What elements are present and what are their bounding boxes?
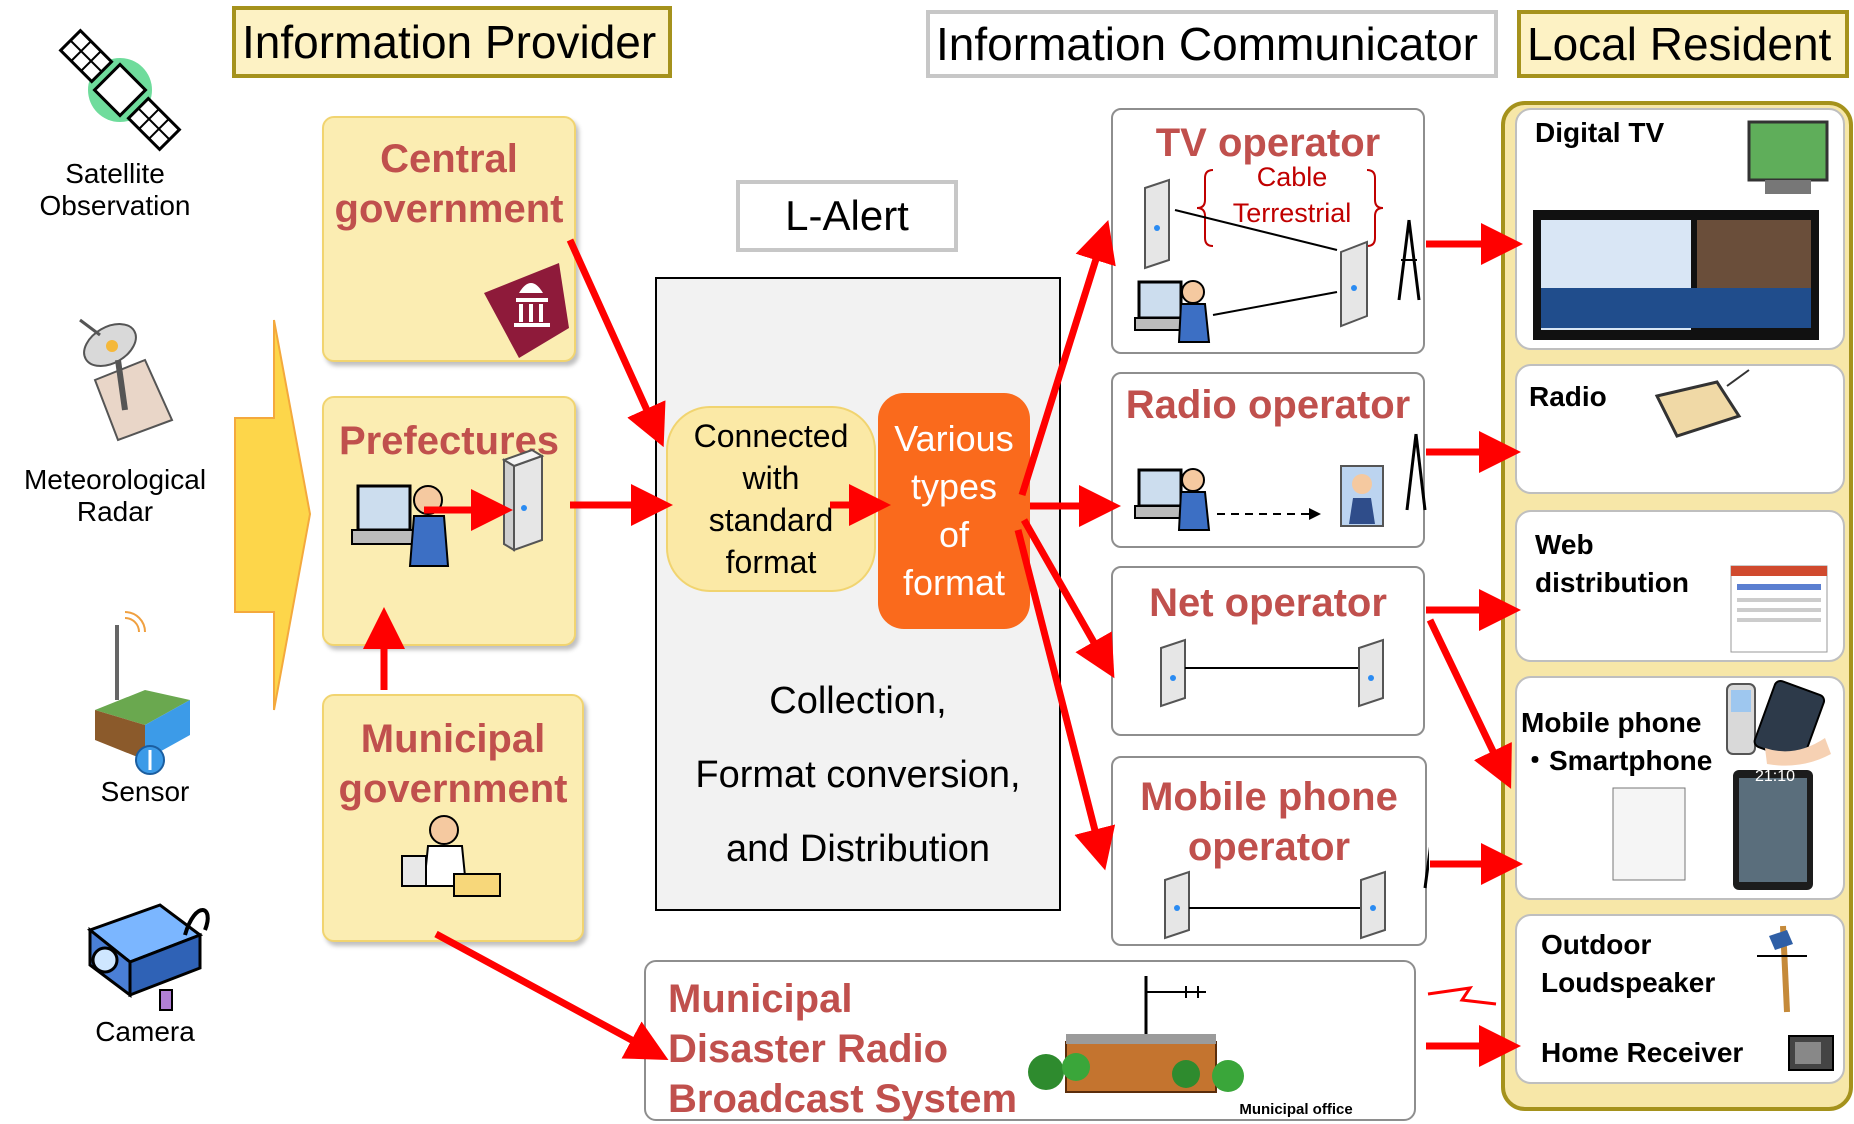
resident-radio: Radio <box>1515 364 1845 494</box>
mobile-operator-box: Mobile phone operator <box>1111 756 1429 946</box>
lalert-title: L-Alert <box>785 192 909 239</box>
tv-operator-pc-icon <box>1134 280 1211 343</box>
home-receiver-icon <box>1788 1035 1834 1071</box>
radio-label: Radio <box>1529 381 1607 412</box>
various-format: Various types of format <box>878 393 1030 629</box>
lalert-title-box: L-Alert <box>736 180 958 252</box>
mobile-server-right-icon <box>1360 870 1386 940</box>
operator-pc-icon <box>351 484 450 567</box>
tv-screen-preview <box>1533 210 1819 340</box>
municipal-government-box: Municipal government <box>322 694 584 942</box>
radio-operator-box: Radio operator <box>1111 372 1427 548</box>
satellite-label: Satellite Observation <box>39 158 191 221</box>
tv-set-icon <box>1747 120 1829 194</box>
sensor-label: Sensor <box>100 776 190 807</box>
radar-icon <box>79 318 174 442</box>
server-icon <box>501 448 545 552</box>
municipal-office-label: Municipal office <box>1239 1101 1353 1118</box>
loudspeaker-pole-icon <box>1757 925 1807 1013</box>
resident-web-distribution: Web distribution <box>1515 510 1845 662</box>
resident-digital-tv: Digital TV <box>1515 108 1845 350</box>
tv-operator-box: TV operator Cable Terrestrial <box>1111 108 1425 354</box>
tv-operator-title: TV operator <box>1155 121 1381 165</box>
home-receiver-label: Home Receiver <box>1541 1037 1744 1068</box>
connected-standard-format: Connected with standard format <box>666 406 876 592</box>
satellite-icon <box>58 28 182 152</box>
clerk-icon <box>401 815 501 897</box>
mobile-antenna-icon <box>1423 846 1429 889</box>
radio-operator-graphics <box>1134 433 1427 531</box>
municipal-disaster-radio-box: Municipal Disaster Radio Broadcast Syste… <box>644 960 1416 1121</box>
smartphone-hand-icon <box>1753 679 1831 766</box>
header-information-communicator: Information Communicator <box>926 10 1498 78</box>
outdoor-loudspeaker-label: Outdoor Loudspeaker <box>1541 929 1716 998</box>
web-page-icon <box>1730 565 1828 653</box>
mobile-server-left-icon <box>1164 870 1190 940</box>
header-resident-label: Local Resident <box>1527 18 1832 70</box>
camera-icon <box>86 903 210 1011</box>
terrestrial-label: Terrestrial <box>1232 198 1352 228</box>
mobile-operator-graphics <box>1164 846 1429 940</box>
capitol-icon <box>484 263 569 358</box>
municipal-radio-title: Municipal Disaster Radio Broadcast Syste… <box>668 977 1018 1121</box>
net-operator-box: Net operator <box>1111 566 1425 736</box>
various-label: Various types of format <box>894 418 1014 603</box>
prefectures-box: Prefectures <box>322 396 576 646</box>
mobile-operator-title: Mobile phone operator <box>1140 775 1398 869</box>
digital-tv-graphics <box>1533 120 1829 340</box>
digital-tv-label: Digital TV <box>1535 117 1665 148</box>
tv-antenna-icon <box>1397 219 1421 301</box>
phone-screen-preview <box>1612 770 1813 890</box>
municipal-government-title: Municipal government <box>338 717 568 811</box>
mobile-graphics <box>1612 679 1831 890</box>
feature-phone-icon <box>1726 683 1756 755</box>
radio-set-icon <box>1654 369 1750 438</box>
header-provider-label: Information Provider <box>242 16 657 68</box>
net-operator-graphics <box>1160 638 1384 708</box>
cable-label: Cable <box>1256 162 1328 192</box>
header-information-provider: Information Provider <box>232 6 672 78</box>
radio-antenna-icon <box>1405 433 1427 511</box>
header-communicator-label: Information Communicator <box>936 18 1478 70</box>
radio-operator-pc-icon <box>1134 468 1211 531</box>
connected-label: Connected with standard format <box>693 418 849 580</box>
outdoor-graphics <box>1757 925 1834 1071</box>
resident-mobile-smartphone: Mobile phone ・Smartphone 21:10 <box>1515 676 1845 900</box>
web-distribution-label: Web distribution <box>1535 529 1689 598</box>
tv-server-left-icon <box>1144 178 1170 270</box>
net-server-left-icon <box>1160 638 1186 708</box>
phone-clock: 21:10 <box>1754 768 1796 785</box>
tv-server-right-icon <box>1340 240 1368 328</box>
tv-operator-graphics <box>1134 169 1421 343</box>
camera-label: Camera <box>95 1016 195 1047</box>
municipal-office-icon <box>1028 976 1244 1093</box>
central-government-box: Central government <box>322 116 576 362</box>
resident-outdoor-home: Outdoor Loudspeaker Home Receiver <box>1515 914 1845 1084</box>
big-source-arrow <box>234 319 312 711</box>
header-local-resident: Local Resident <box>1517 10 1849 78</box>
radar-label: Meteorological Radar <box>23 464 207 527</box>
lalert-line-format: Format conversion, <box>695 754 1021 796</box>
net-server-right-icon <box>1358 638 1384 708</box>
mobile-phone-label: Mobile phone ・Smartphone <box>1521 707 1713 776</box>
announcer-icon <box>1340 465 1384 527</box>
lalert-line-distribution: and Distribution <box>725 828 991 870</box>
radio-operator-title: Radio operator <box>1125 383 1411 427</box>
net-operator-title: Net operator <box>1149 581 1387 625</box>
central-government-title: Central government <box>334 137 564 231</box>
lalert-line-collection: Collection, <box>769 680 947 722</box>
sensor-icon <box>95 611 190 775</box>
